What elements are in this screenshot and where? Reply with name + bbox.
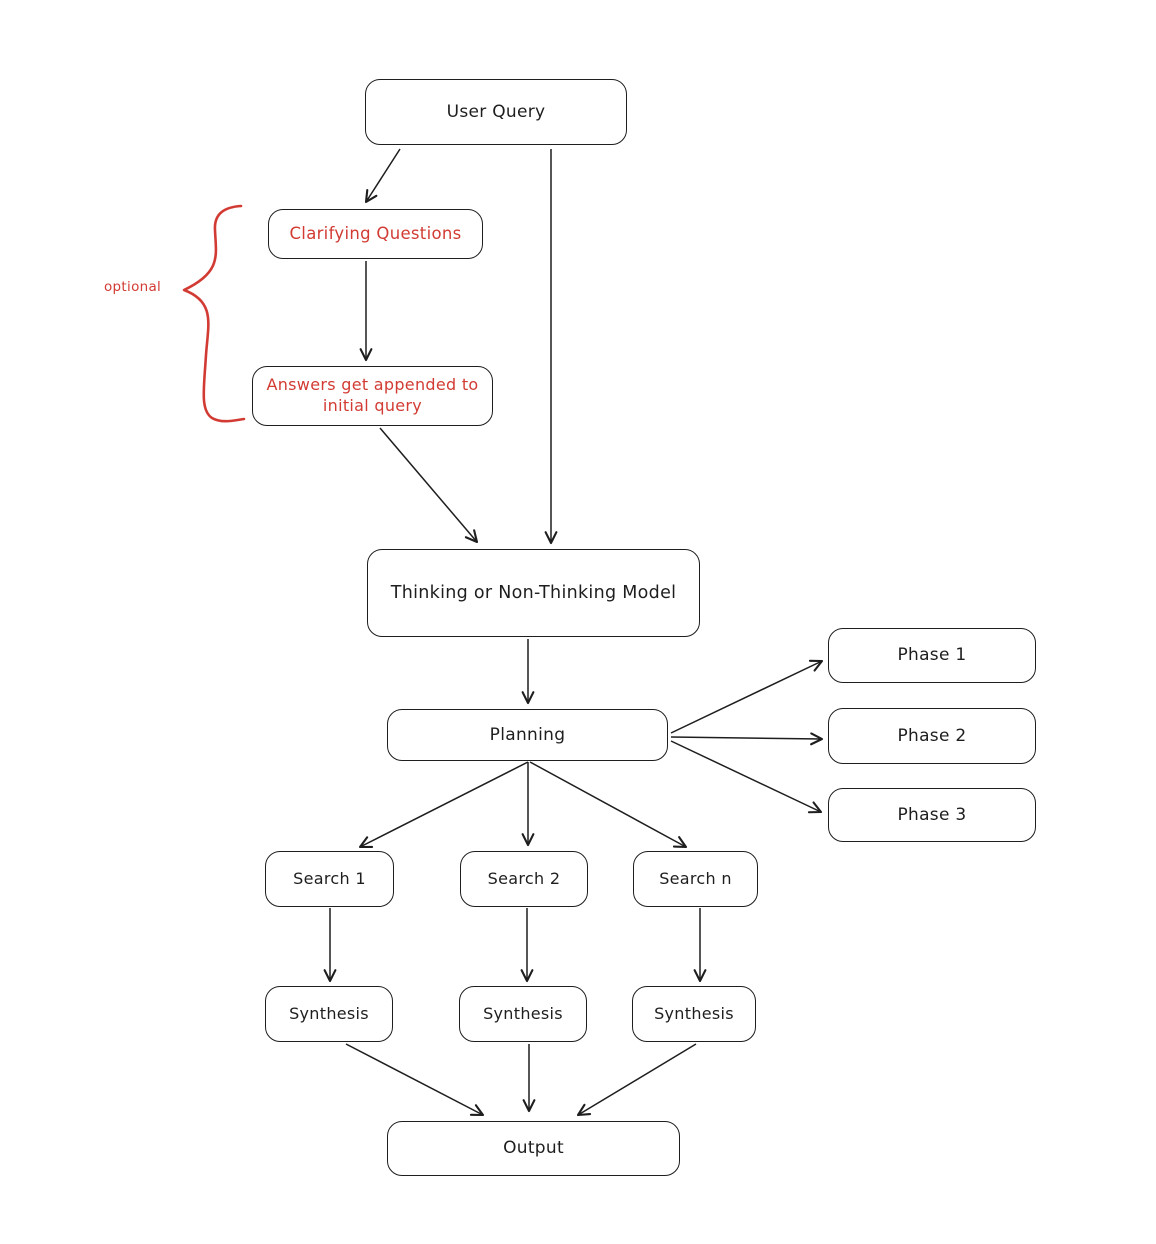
optional-annotation-label: optional — [104, 279, 162, 295]
node-user-query[interactable]: User Query — [365, 79, 627, 145]
edge-synthesis-1-to-output — [345, 1043, 485, 1117]
edge-planning-to-phase-2 — [670, 732, 824, 746]
edge-user-query-to-clarifying — [364, 148, 401, 204]
node-planning[interactable]: Planning — [387, 709, 668, 761]
node-phase-1[interactable]: Phase 1 — [828, 628, 1036, 683]
node-search-n[interactable]: Search n — [633, 851, 758, 907]
node-synthesis-3[interactable]: Synthesis — [632, 986, 756, 1042]
node-phase-2[interactable]: Phase 2 — [828, 708, 1036, 764]
edge-planning-to-search-1 — [358, 761, 529, 849]
node-search-1[interactable]: Search 1 — [265, 851, 394, 907]
edge-answers-to-thinking-model — [379, 427, 479, 544]
edge-planning-to-phase-3 — [670, 740, 823, 814]
node-thinking-model[interactable]: Thinking or Non-Thinking Model — [367, 549, 700, 637]
edge-synthesis-3-to-output — [576, 1043, 697, 1117]
optional-brace — [182, 204, 246, 423]
node-output[interactable]: Output — [387, 1121, 680, 1176]
node-synthesis-2[interactable]: Synthesis — [459, 986, 587, 1042]
node-answers-appended[interactable]: Answers get appended to initial query — [252, 366, 493, 426]
node-phase-3[interactable]: Phase 3 — [828, 788, 1036, 842]
node-search-2[interactable]: Search 2 — [460, 851, 588, 907]
edge-planning-to-phase-1 — [670, 659, 824, 734]
edge-planning-to-search-n — [529, 761, 688, 849]
node-clarifying-questions[interactable]: Clarifying Questions — [268, 209, 483, 259]
node-synthesis-1[interactable]: Synthesis — [265, 986, 393, 1042]
